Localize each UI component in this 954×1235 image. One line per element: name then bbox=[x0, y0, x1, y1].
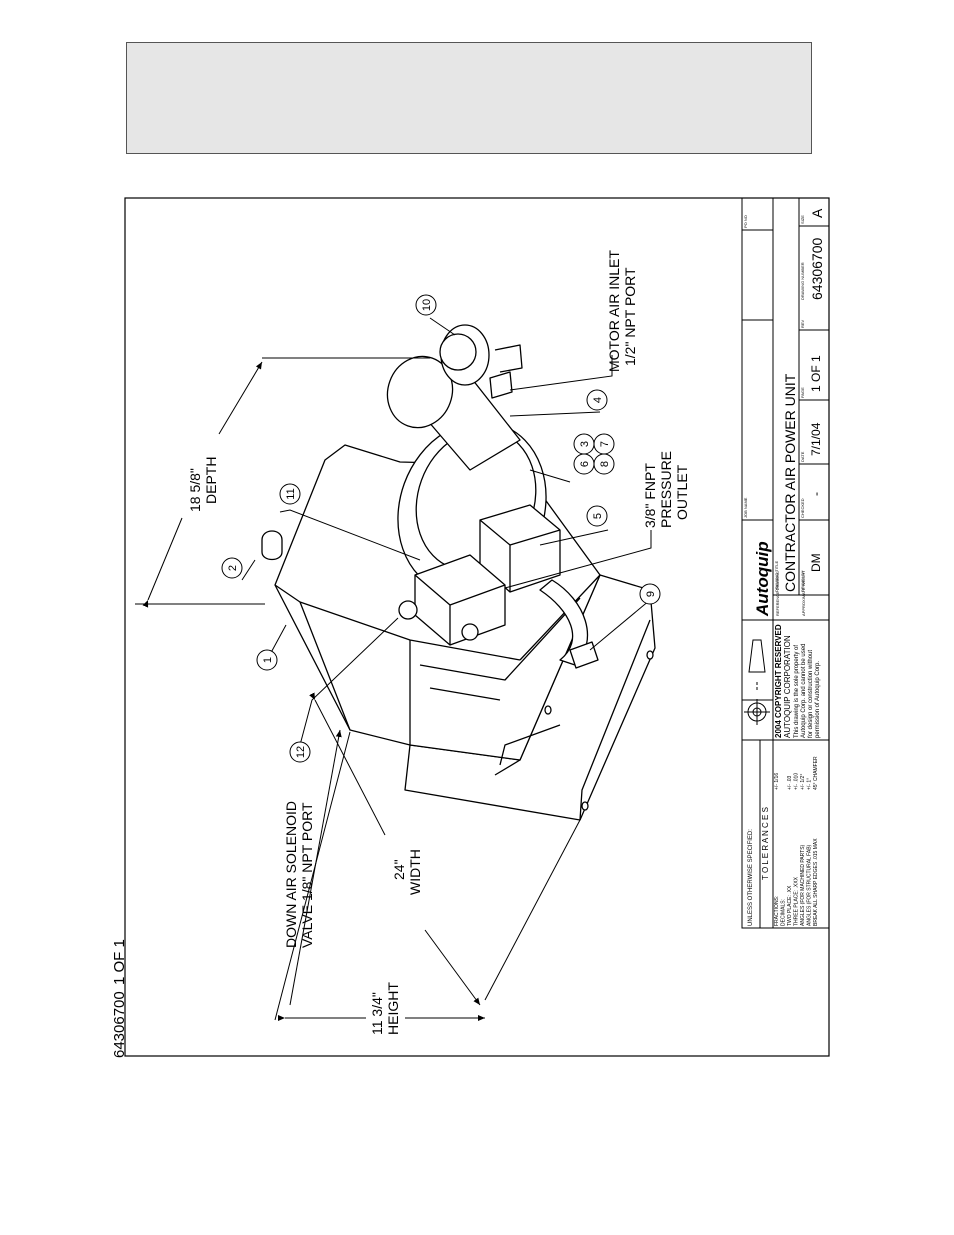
drawing-number: 64306700 bbox=[809, 237, 825, 300]
tolerance-row-value: +/- .03 bbox=[787, 775, 793, 790]
tolerance-row-value: +/- 1/2° bbox=[800, 774, 806, 790]
projection-symbol bbox=[744, 639, 770, 725]
header-box bbox=[126, 42, 812, 154]
callout-balloon-9 bbox=[639, 583, 661, 605]
copyright: 2004 COPYRIGHT RESERVED bbox=[774, 624, 783, 738]
legal-line-2: Autoquip Corp. and cannot be used bbox=[801, 644, 807, 738]
callout-balloon-5 bbox=[586, 505, 608, 527]
solenoid-note-line-1: DOWN AIR SOLENOID bbox=[283, 801, 299, 948]
tolerance-row-label: ANGLES (FOR STRUCTURAL FAB) bbox=[807, 844, 813, 926]
drawn-by: DM bbox=[809, 553, 823, 572]
tolerance-row-value: +/- .010 bbox=[794, 773, 800, 790]
tolerance-row-label: THREE PLACE: .XXX bbox=[794, 876, 800, 926]
legal-line-3: for design or construction without bbox=[808, 650, 814, 738]
job-name-label: JOB NAME bbox=[743, 497, 748, 518]
drain-fitting bbox=[569, 641, 599, 669]
callout-number-3: 3 bbox=[579, 441, 591, 447]
checked-label: CHECKED bbox=[800, 498, 805, 518]
power-unit-drawing bbox=[261, 324, 656, 821]
depth-label: DEPTH bbox=[203, 457, 219, 504]
dimension-lines bbox=[135, 357, 581, 1021]
leader-lines bbox=[241, 317, 652, 746]
unless-specified: UNLESS OTHERWISE SPECIFIED: bbox=[748, 829, 754, 926]
callout-number-2: 2 bbox=[227, 565, 239, 571]
legal-line-1: This drawing is the sole property of bbox=[794, 645, 800, 738]
depth-value: 18 5/8" bbox=[187, 468, 203, 512]
title-block bbox=[741, 197, 830, 929]
tolerance-row-label: DECIMALS: bbox=[781, 899, 787, 926]
date: 7/1/04 bbox=[809, 422, 823, 456]
callout-balloon-2 bbox=[221, 557, 243, 579]
page-label: PAGE bbox=[800, 387, 805, 398]
rev-label: REV bbox=[800, 319, 805, 328]
height-value: 11 3/4" bbox=[369, 992, 385, 1035]
height-label: HEIGHT bbox=[385, 982, 401, 1035]
tolerances-heading: T O L E R A N C E S bbox=[761, 807, 770, 880]
width-value: 24" bbox=[391, 859, 407, 880]
callout-number-9: 9 bbox=[645, 591, 657, 597]
pressure-note-line-2: PRESSURE bbox=[658, 451, 674, 528]
tolerance-row-value: +/- 1° bbox=[807, 778, 813, 790]
drawing-title-label: DRAWING TITLE bbox=[774, 561, 779, 592]
tolerance-row-label: ANGLES (FOR MACHINED PARTS) bbox=[800, 844, 806, 926]
filler-cap bbox=[261, 530, 283, 561]
motor-note-line-2: 1/2" NPT PORT bbox=[622, 267, 638, 366]
callout-number-8: 8 bbox=[599, 461, 611, 467]
callout-balloon-8 bbox=[593, 453, 615, 475]
tolerance-row-value: +/- 1/16 bbox=[774, 773, 780, 790]
drawing-title: CONTRACTOR AIR POWER UNIT bbox=[782, 373, 798, 592]
title-block-text: UNLESS OTHERWISE SPECIFIED: T O L E R A … bbox=[743, 208, 825, 926]
checked: - bbox=[809, 492, 823, 496]
autoquip-logo: Autoquip bbox=[753, 541, 772, 617]
motor-air-inlet bbox=[489, 371, 513, 399]
solenoid-note-line-2: VALVE 1/8" NPT PORT bbox=[299, 802, 315, 948]
callout-balloon-10 bbox=[415, 294, 437, 316]
callout-number-4: 4 bbox=[592, 397, 604, 403]
tolerance-row-label: FRACTIONS: bbox=[774, 896, 780, 926]
page: 1 OF 1 bbox=[809, 355, 823, 392]
callout-number-1: 1 bbox=[262, 657, 274, 663]
tolerance-row-value: 45° CHAMFER bbox=[813, 756, 819, 790]
callout-balloon-1 bbox=[256, 649, 278, 671]
notes: MOTOR AIR INLET 1/2" NPT PORT 3/8" FNPT … bbox=[283, 250, 690, 948]
tolerance-row-label: TWO PLACE: .XX bbox=[787, 885, 793, 926]
callout-number-6: 6 bbox=[579, 461, 591, 467]
drawing-number-label: DRAWING NUMBER bbox=[800, 262, 805, 300]
tolerance-row-label: BREAK ALL SHARP EDGES .015 MAX bbox=[813, 838, 819, 926]
motor-note-line-1: MOTOR AIR INLET bbox=[606, 250, 622, 372]
dimension-text: 18 5/8" DEPTH 24" WIDTH 11 3/4" HEIGHT bbox=[187, 457, 423, 1035]
reference-drawing-label: REFERENCE DRAWING bbox=[775, 571, 780, 616]
callout-number-7: 7 bbox=[599, 441, 611, 447]
size-label: SIZE bbox=[800, 215, 805, 224]
width-label: WIDTH bbox=[407, 849, 423, 895]
pressure-note-line-1: 3/8" FNPT bbox=[642, 463, 658, 528]
pressure-note-line-3: OUTLET bbox=[674, 464, 690, 520]
po-label: PO NO bbox=[743, 215, 748, 228]
side-label-page: 1 OF 1 bbox=[111, 939, 128, 985]
date-label: DATE bbox=[800, 451, 805, 462]
callout-balloon-12 bbox=[289, 741, 311, 763]
callout-number-12: 12 bbox=[295, 746, 307, 758]
size: A bbox=[809, 208, 825, 218]
legal-line-4: permission of Autoquip Corp. bbox=[815, 661, 821, 738]
callout-number-5: 5 bbox=[592, 513, 604, 519]
callout-balloon-11 bbox=[279, 483, 301, 505]
callout-balloon-4 bbox=[586, 389, 608, 411]
side-label-number: 64306700 bbox=[111, 991, 128, 1058]
approx-weight-label: APPROXIMATE WEIGHT bbox=[801, 570, 806, 616]
company-name: AUTOQUIP CORPORATION bbox=[783, 635, 792, 738]
callout-number-11: 11 bbox=[285, 488, 297, 499]
callout-number-10: 10 bbox=[421, 299, 433, 311]
drawn-by-label: DRAWN BY bbox=[800, 570, 805, 592]
